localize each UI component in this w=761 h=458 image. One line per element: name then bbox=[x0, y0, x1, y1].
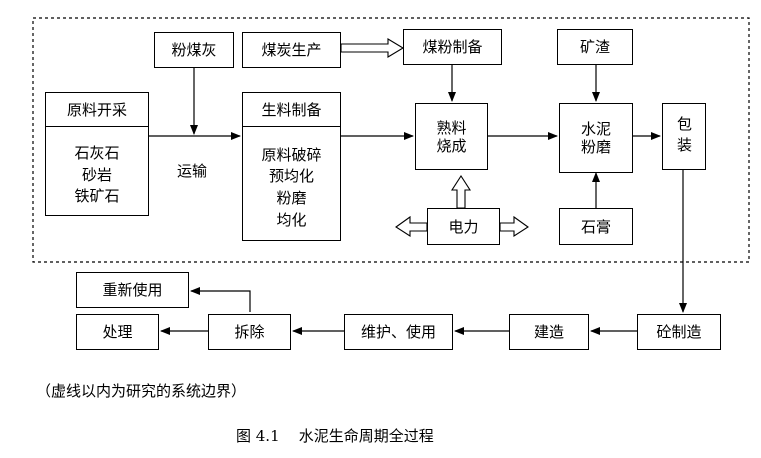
cement-label-2: 粉磨 bbox=[580, 138, 611, 156]
slag-label: 矿渣 bbox=[579, 38, 610, 56]
boundary-note: （虚线以内为研究的系统边界） bbox=[36, 382, 247, 400]
arrow-demolish-to-reuse bbox=[190, 287, 251, 312]
packaging-label: 包装 bbox=[675, 115, 693, 158]
coal-production-label: 煤炭生产 bbox=[261, 41, 322, 59]
demolition-label: 拆除 bbox=[234, 323, 265, 341]
raw-prep-box: 生料制备 原料破碎 预均化 粉磨 均化 bbox=[242, 92, 341, 241]
construction-label: 建造 bbox=[533, 323, 564, 341]
reuse-label: 重新使用 bbox=[102, 281, 163, 299]
raw-prep-item: 原料破碎 bbox=[261, 145, 322, 164]
raw-mining-item: 砂岩 bbox=[81, 165, 112, 184]
gypsum-box: 石膏 bbox=[559, 208, 633, 245]
hollow-arrow-power-left bbox=[395, 215, 428, 238]
construction-box: 建造 bbox=[509, 314, 589, 350]
disposal-label: 处理 bbox=[102, 323, 133, 341]
raw-mining-title: 原料开采 bbox=[66, 101, 127, 119]
coal-powder-label: 煤粉制备 bbox=[422, 38, 483, 56]
clinker-box: 熟料 烧成 bbox=[415, 103, 488, 170]
slag-box: 矿渣 bbox=[557, 29, 633, 65]
raw-mining-item: 铁矿石 bbox=[74, 187, 120, 206]
concrete-making-label: 砼制造 bbox=[656, 323, 702, 341]
reuse-box: 重新使用 bbox=[76, 272, 189, 308]
raw-mining-box: 原料开采 石灰石 砂岩 铁矿石 bbox=[45, 92, 149, 216]
raw-prep-item: 预均化 bbox=[268, 167, 314, 186]
demolition-box: 拆除 bbox=[208, 314, 291, 350]
cement-grinding-box: 水泥 粉磨 bbox=[559, 103, 633, 173]
clinker-label-2: 烧成 bbox=[436, 136, 467, 155]
electricity-label: 电力 bbox=[448, 217, 479, 236]
concrete-making-box: 砼制造 bbox=[637, 314, 721, 350]
raw-mining-item: 石灰石 bbox=[74, 143, 120, 162]
raw-prep-title: 生料制备 bbox=[261, 101, 322, 119]
transport-label: 运输 bbox=[177, 162, 208, 180]
disposal-box: 处理 bbox=[76, 314, 159, 350]
hollow-arrow-power-right bbox=[499, 215, 529, 238]
figure-caption: 图 4.1 水泥生命周期全过程 bbox=[236, 427, 434, 445]
fly-ash-label: 粉煤灰 bbox=[171, 41, 217, 59]
gypsum-label: 石膏 bbox=[580, 217, 611, 236]
clinker-label-1: 熟料 bbox=[436, 118, 467, 137]
raw-prep-item: 粉磨 bbox=[276, 189, 307, 207]
maintenance-use-label: 维护、使用 bbox=[360, 323, 436, 341]
hollow-arrow-coal bbox=[340, 38, 405, 58]
packaging-box: 包装 bbox=[662, 103, 706, 170]
hollow-arrow-power-up bbox=[450, 174, 472, 209]
fly-ash-box: 粉煤灰 bbox=[154, 32, 234, 68]
electricity-box: 电力 bbox=[427, 208, 500, 245]
maintenance-use-box: 维护、使用 bbox=[344, 314, 453, 350]
coal-production-box: 煤炭生产 bbox=[242, 32, 341, 68]
cement-label-1: 水泥 bbox=[580, 120, 611, 138]
raw-prep-item: 均化 bbox=[276, 210, 307, 229]
coal-powder-box: 煤粉制备 bbox=[403, 29, 502, 65]
